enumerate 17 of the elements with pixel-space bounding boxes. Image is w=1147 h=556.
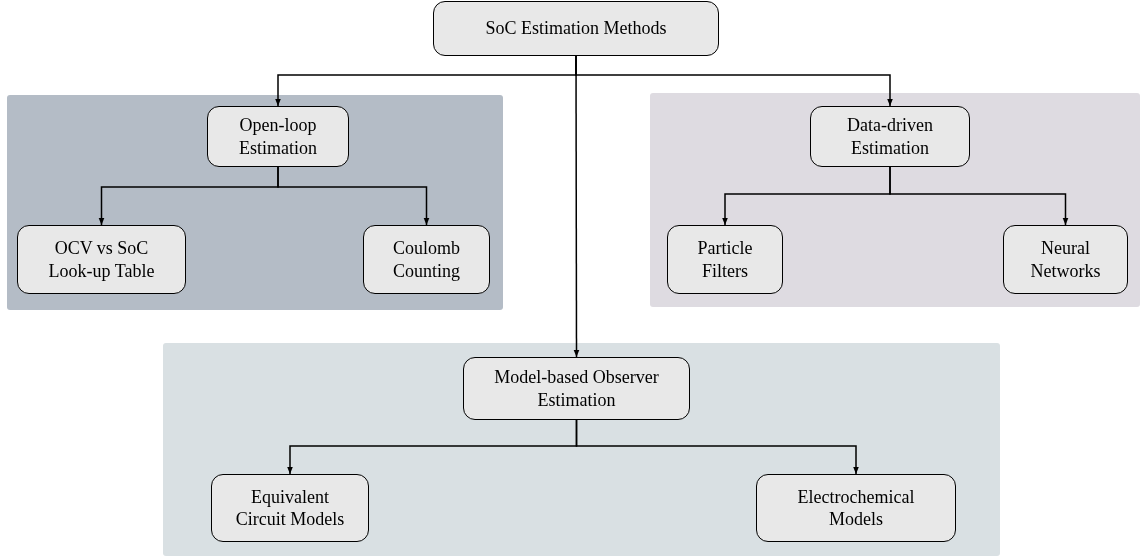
arrow bbox=[573, 55, 580, 358]
arrow bbox=[277, 166, 430, 226]
process-box: Equivalent Circuit Models bbox=[211, 474, 369, 542]
process-box: OCV vs SoC Look-up Table bbox=[17, 225, 186, 294]
process-box: Open-loop Estimation bbox=[207, 106, 349, 167]
arrow bbox=[575, 419, 859, 475]
process-box: Coulomb Counting bbox=[363, 225, 490, 294]
process-box: Electrochemical Models bbox=[756, 474, 956, 542]
process-box: Model-based Observer Estimation bbox=[463, 357, 690, 420]
group-panel bbox=[7, 95, 503, 310]
group-panel bbox=[650, 93, 1140, 307]
arrow bbox=[889, 166, 1069, 226]
process-box: SoC Estimation Methods bbox=[433, 1, 719, 56]
process-box: Neural Networks bbox=[1003, 225, 1128, 294]
group-panel bbox=[163, 343, 1000, 556]
process-box: Particle Filters bbox=[667, 225, 783, 294]
process-box: Data-driven Estimation bbox=[810, 106, 970, 167]
